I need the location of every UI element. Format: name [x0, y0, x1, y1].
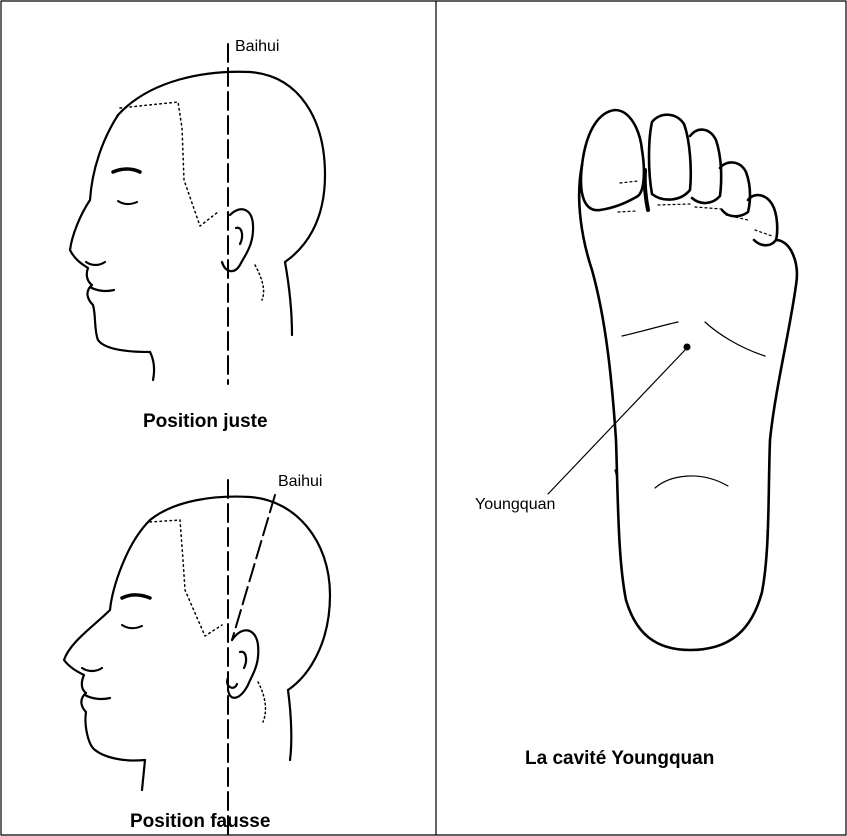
caption-position-fausse: Position fausse	[130, 812, 270, 831]
head-incorrect-illustration	[64, 497, 330, 790]
caption-position-juste: Position juste	[143, 412, 268, 431]
baihui-label-incorrect: Baihui	[278, 474, 322, 490]
tilted-axis-incorrect	[232, 495, 275, 640]
caption-cavite-youngquan: La cavité Youngquan	[525, 749, 714, 768]
foot-sole-illustration	[579, 110, 797, 650]
youngquan-point	[684, 344, 691, 351]
youngquan-label: Youngquan	[475, 497, 555, 513]
foot-crease-lines	[615, 181, 772, 540]
head-correct-illustration	[70, 72, 325, 380]
baihui-label-correct: Baihui	[235, 39, 279, 55]
